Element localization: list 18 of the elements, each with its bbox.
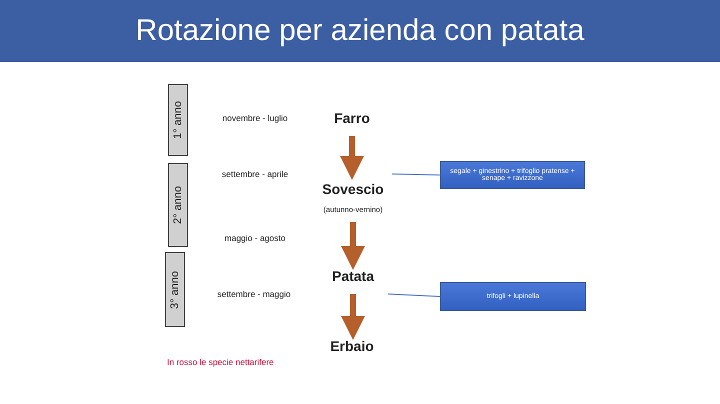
year-box: 1° anno [168, 84, 188, 156]
month-range: settembre - aprile [222, 169, 288, 179]
crop-name: Erbaio [322, 336, 382, 356]
year-box: 2° anno [168, 163, 188, 247]
month-range: maggio - agosto [224, 233, 286, 243]
crop-name: Patata [322, 266, 384, 286]
title-banner: Rotazione per azienda con patata [0, 0, 720, 62]
month-range: settembre - maggio [217, 289, 291, 299]
arrow [341, 294, 365, 340]
crop-name: Sovescio [318, 176, 388, 202]
arrow [340, 136, 364, 180]
month-range: novembre - luglio [222, 113, 288, 123]
arrow [341, 222, 365, 270]
connector-line [388, 294, 440, 297]
year-box: 3° anno [165, 252, 185, 327]
connector-line [392, 174, 440, 176]
crop-name: Farro [322, 108, 382, 128]
note: In rosso le specie nettarifere [167, 357, 274, 367]
